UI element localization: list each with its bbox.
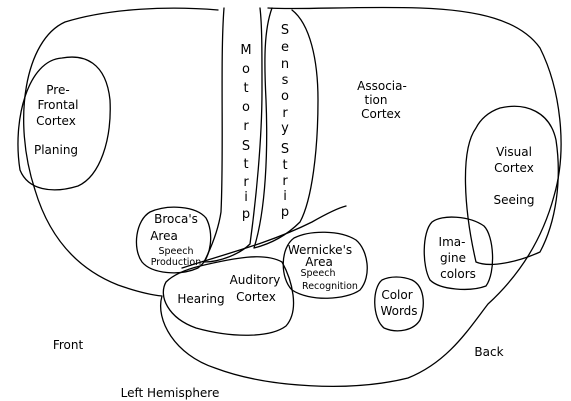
motor-strip-letter: S <box>242 139 250 154</box>
prefrontal-label-line2: Frontal <box>37 98 78 112</box>
motor-strip-letter: r <box>243 175 249 190</box>
brocas-label-line1: Broca's <box>154 212 198 226</box>
motor-strip-letter: t <box>243 81 248 96</box>
wernickes-sub-line1: Speech <box>301 268 336 279</box>
sensory-strip-letter: S <box>281 142 289 157</box>
prefrontal-label-line1: Pre- <box>46 83 69 97</box>
sensory-strip-letter: r <box>282 106 288 121</box>
sensory-strip-letter: e <box>281 40 289 55</box>
motor-strip-outline <box>203 7 263 263</box>
imagine-label-line3: colors <box>440 267 476 281</box>
prefrontal-outline <box>17 56 111 191</box>
association-label-line2: tion <box>365 93 388 107</box>
sensory-strip-label: S e n s o r y S t r i p <box>281 23 289 220</box>
brocas-area-outline <box>135 206 212 274</box>
sensory-strip-letter: t <box>282 158 287 173</box>
wernickes-area-outline <box>282 231 368 299</box>
hemisphere-caption: Left Hemisphere <box>121 386 220 400</box>
motor-strip-letter: t <box>243 157 248 172</box>
visual-cortex-outline <box>464 105 559 265</box>
imagine-colors-outline <box>423 216 494 291</box>
color-words-label-line2: Words <box>380 304 417 318</box>
sensory-strip-letter: i <box>283 189 287 204</box>
auditory-label-line2: Cortex <box>236 290 276 304</box>
sensory-strip-letter: o <box>281 89 289 104</box>
wernickes-sub-line2: Recognition <box>302 281 358 292</box>
prefrontal-label-line3: Cortex <box>36 114 76 128</box>
back-label: Back <box>474 345 503 359</box>
imagine-label-line1: Ima- <box>439 235 466 249</box>
visual-label-line2: Cortex <box>494 161 534 175</box>
motor-strip-letter: r <box>243 119 249 134</box>
prefrontal-function-label: Planing <box>34 143 78 157</box>
brain-outline <box>23 6 562 387</box>
auditory-cortex-outline <box>162 256 295 336</box>
hearing-label: Hearing <box>177 292 224 306</box>
color-words-label-line1: Color <box>381 288 412 302</box>
sylvian-fissure-line <box>181 205 347 269</box>
association-label-line3: Cortex <box>361 107 401 121</box>
sensory-strip-letter: y <box>281 121 289 136</box>
brocas-label-line2: Area <box>150 229 178 243</box>
color-words-outline <box>374 276 424 332</box>
motor-strip-letter: o <box>242 62 250 77</box>
association-label-line1: Associa- <box>357 79 407 93</box>
motor-strip-letter: p <box>242 207 250 222</box>
sensory-strip-letter: S <box>281 23 289 38</box>
imagine-label-line2: gine <box>440 251 466 265</box>
motor-strip-letter: i <box>244 190 248 205</box>
auditory-label-line1: Auditory <box>230 273 281 287</box>
brocas-sub-line2: Production <box>151 257 202 268</box>
sensory-strip-letter: n <box>281 57 289 72</box>
front-label: Front <box>53 338 84 352</box>
sensory-strip-letter: p <box>281 205 289 220</box>
motor-strip-letter: o <box>242 100 250 115</box>
visual-function-label: Seeing <box>494 193 535 207</box>
motor-strip-letter: M <box>240 43 251 58</box>
wernickes-label-line2: Area <box>305 255 333 269</box>
sensory-strip-letter: s <box>282 73 289 88</box>
visual-label-line1: Visual <box>496 145 532 159</box>
sensory-strip-outline <box>253 7 319 249</box>
brocas-sub-line1: Speech <box>159 246 194 257</box>
motor-strip-label: M o t o r S t r i p <box>240 43 251 222</box>
sensory-strip-letter: r <box>282 174 288 189</box>
wernickes-label-line1: Wernicke's <box>288 243 352 257</box>
